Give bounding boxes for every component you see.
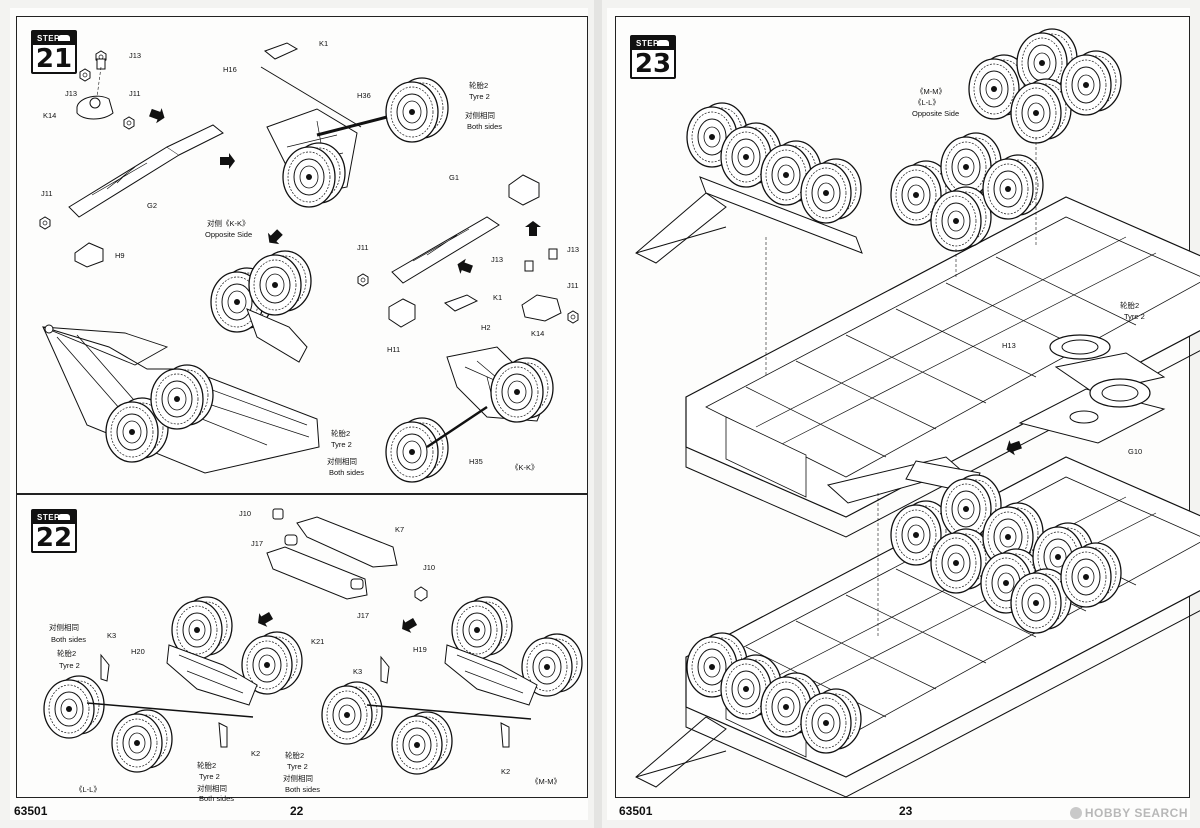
label-ll: 《L-L》 xyxy=(914,98,940,107)
watermark-text: HOBBY SEARCH xyxy=(1084,806,1188,820)
page-gutter xyxy=(594,0,602,828)
step-tag: STEP xyxy=(33,511,75,524)
step21-assembly-drawing xyxy=(39,42,579,495)
step-tag: STEP xyxy=(632,37,674,50)
label-j17: J17 xyxy=(251,539,264,548)
label-ll-view: 《L-L》 xyxy=(75,785,101,794)
label-k2: K2 xyxy=(501,767,511,776)
label-j13: J13 xyxy=(65,89,78,98)
watermark-logo-icon xyxy=(1069,807,1082,819)
label-j10: J10 xyxy=(423,563,436,572)
label-j11: J11 xyxy=(357,243,369,252)
label-k3: K3 xyxy=(107,631,117,640)
label-tyre-cn: 轮胎2 xyxy=(331,429,351,438)
instruction-page-right: STEP 23 xyxy=(607,8,1200,820)
label-opposite-cn: 对侧相同 xyxy=(283,774,313,783)
label-h16: H16 xyxy=(223,65,237,74)
label-h19: H19 xyxy=(413,645,427,654)
label-k14: K14 xyxy=(43,111,57,120)
label-kk-view: 《K-K》 xyxy=(511,463,539,472)
label-j13: J13 xyxy=(129,51,142,60)
step23-number: 23 xyxy=(634,49,672,79)
label-g1: G1 xyxy=(449,173,460,182)
label-h13: H13 xyxy=(1002,341,1016,350)
label-h20: H20 xyxy=(131,647,145,656)
label-opposite-cn: 对侧相同 xyxy=(465,111,495,120)
instruction-page-left: STEP 21 xyxy=(10,8,588,820)
label-j10: J10 xyxy=(239,509,252,518)
step22-badge: STEP 22 xyxy=(31,509,77,553)
label-k2: K2 xyxy=(251,749,261,758)
label-j13: J13 xyxy=(567,245,580,254)
step22-panel: STEP 22 xyxy=(16,494,589,803)
label-kk-en: Opposite Side xyxy=(205,230,253,239)
label-tyre-cn: 轮胎2 xyxy=(469,81,489,90)
label-h36: H36 xyxy=(357,91,371,100)
label-opposite-cn: 对侧相同 xyxy=(197,784,227,793)
label-k14: K14 xyxy=(531,329,545,338)
label-opposite-en: Both sides xyxy=(329,468,365,477)
label-j13: J13 xyxy=(491,255,504,264)
label-tyre-en: Tyre 2 xyxy=(59,661,80,670)
label-h35: H35 xyxy=(469,457,483,466)
label-j17: J17 xyxy=(357,611,370,620)
label-g2: G2 xyxy=(147,201,158,210)
label-j11: J11 xyxy=(41,189,53,198)
step21-number: 21 xyxy=(35,44,73,74)
label-opposite-en: Both sides xyxy=(51,635,87,644)
label-tyre-en: Tyre 2 xyxy=(287,762,308,771)
label-opposite-en: Both sides xyxy=(467,122,503,131)
label-g10: G10 xyxy=(1128,447,1143,456)
label-k3: K3 xyxy=(353,667,363,676)
label-k1: K1 xyxy=(319,39,329,48)
label-opposite-en: Both sides xyxy=(199,794,235,803)
label-tyre-en: Tyre 2 xyxy=(199,772,220,781)
step-tag: STEP xyxy=(33,32,75,45)
label-h2: H2 xyxy=(481,323,491,332)
label-tyre-cn: 轮胎2 xyxy=(1120,301,1140,310)
step22-assembly-drawing xyxy=(17,508,589,799)
label-k21: K21 xyxy=(311,637,325,646)
label-h11: H11 xyxy=(387,345,401,354)
label-tyre-en: Tyre 2 xyxy=(469,92,490,101)
page-number: 23 xyxy=(899,804,913,818)
watermark: HOBBY SEARCH xyxy=(1069,806,1188,820)
label-tyre-en: Tyre 2 xyxy=(1124,312,1145,321)
model-number: 63501 xyxy=(619,804,653,818)
step21-panel: STEP 21 xyxy=(16,16,588,494)
label-j11: J11 xyxy=(567,281,579,290)
label-j11: J11 xyxy=(129,89,141,98)
label-k1: K1 xyxy=(493,293,503,302)
step23-assembly-drawing xyxy=(635,17,1200,798)
label-kk-cn: 对侧《K-K》 xyxy=(207,219,250,228)
step23-panel: STEP 23 xyxy=(615,16,1200,798)
label-tyre-cn: 轮胎2 xyxy=(197,761,217,770)
model-number: 63501 xyxy=(14,804,48,818)
label-mm: 《M-M》 xyxy=(916,87,946,96)
step21-badge: STEP 21 xyxy=(31,30,77,74)
label-opposite-side: Opposite Side xyxy=(912,109,960,118)
label-mm-view: 《M-M》 xyxy=(531,777,561,786)
label-k7: K7 xyxy=(395,525,405,534)
page-number: 22 xyxy=(290,804,304,818)
label-opposite-cn: 对侧相同 xyxy=(327,457,357,466)
label-opposite-en: Both sides xyxy=(285,785,321,794)
step22-number: 22 xyxy=(35,523,73,553)
label-tyre-en: Tyre 2 xyxy=(331,440,352,449)
step23-badge: STEP 23 xyxy=(630,35,676,79)
label-tyre-cn: 轮胎2 xyxy=(285,751,305,760)
label-h9: H9 xyxy=(115,251,125,260)
label-opposite-cn: 对侧相同 xyxy=(49,623,79,632)
label-tyre-cn: 轮胎2 xyxy=(57,649,77,658)
